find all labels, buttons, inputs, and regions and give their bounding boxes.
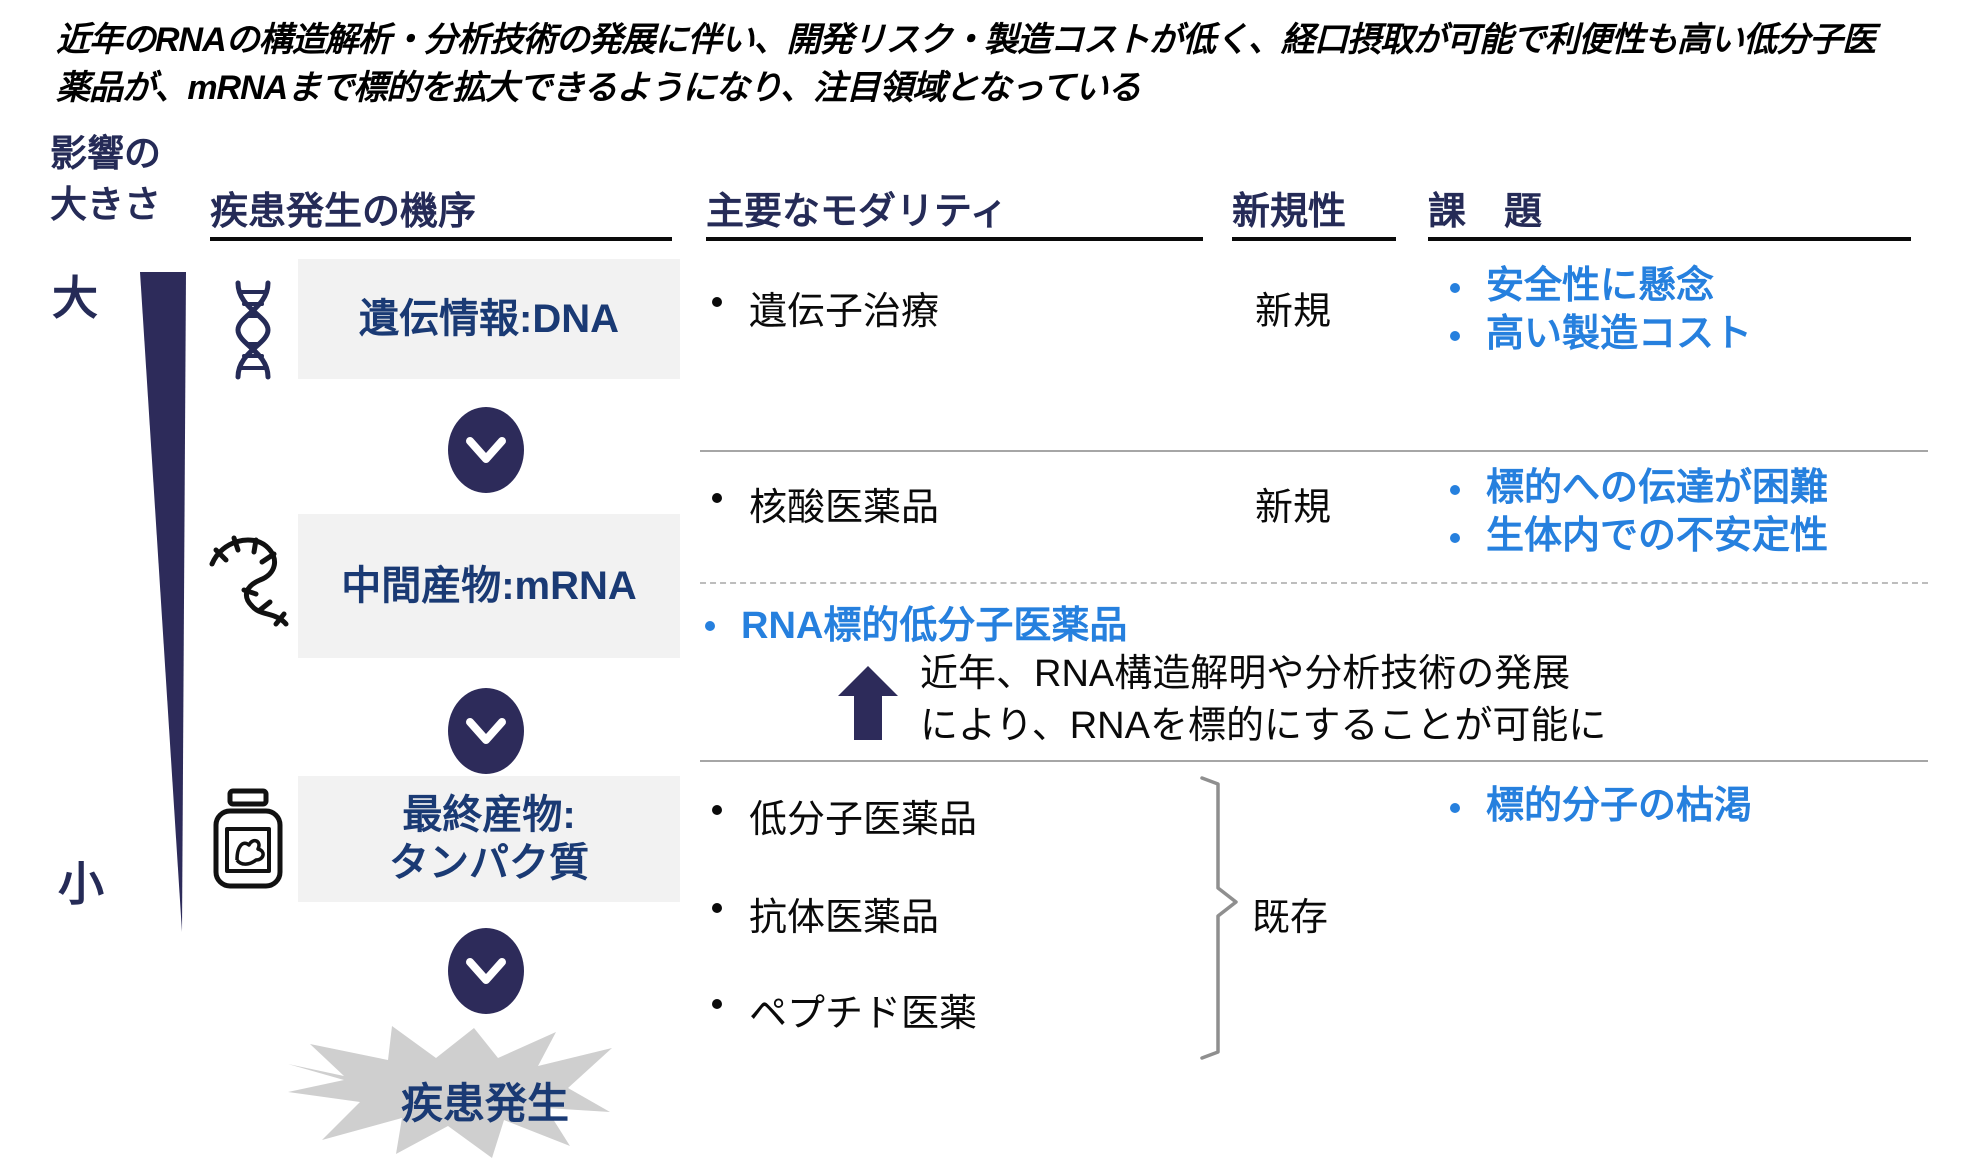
bullet-dot: [1450, 283, 1460, 293]
existing-group-bracket: [1200, 776, 1238, 1060]
disease-starburst-shape: [288, 1026, 612, 1158]
impact-large-label: 大: [52, 272, 98, 324]
column-header-novelty: 新規性: [1232, 180, 1396, 241]
modality-item-nucleic-acid-label: 核酸医薬品: [749, 487, 940, 529]
rna-annotation: 近年、RNA構造解明や分析技術の発展 により、RNAを標的にすることが可能に: [920, 648, 1606, 752]
impact-small-label: 小: [58, 858, 104, 910]
page-title-line-2: 薬品が、mRNAまで標的を拡大できるようになり、注目領域となっている: [56, 69, 1141, 107]
bullet-dot: [1450, 533, 1460, 543]
stage-box-protein-label-line-1: 最終産物:: [402, 793, 576, 837]
modality-item-rna-target: RNA標的低分子医薬品: [705, 602, 1127, 650]
stage-box-protein: 最終産物: タンパク質: [298, 776, 680, 902]
row-separator-dashed: [700, 582, 1928, 584]
row-separator: [700, 760, 1928, 762]
bullet-dot: [705, 621, 715, 631]
chevron-down-icon: [448, 407, 524, 493]
issue-item-high-cost: 高い製造コスト: [1450, 310, 1752, 358]
impact-axis-label-line-1: 影響の: [50, 133, 161, 174]
page-title-line-1: 近年のRNAの構造解析・分析技術の発展に伴い、開発リスク・製造コストが低く、経口…: [56, 21, 1876, 59]
impact-wedge-shape: [140, 272, 186, 932]
modality-item-peptide: ペプチド医薬: [712, 982, 977, 1037]
bullet-dot: [1450, 331, 1460, 341]
modality-item-antibody: 抗体医薬品: [712, 886, 939, 941]
modality-item-small-molecule: 低分子医薬品: [712, 788, 977, 843]
column-header-modality: 主要なモダリティ: [706, 180, 1203, 241]
rna-annotation-line-1: 近年、RNA構造解明や分析技術の発展: [920, 653, 1571, 695]
issue-item-target-depletion: 標的分子の枯渇: [1450, 782, 1752, 830]
issue-item-delivery-difficulty-label: 標的への伝達が困難: [1486, 467, 1829, 509]
protein-bottle-icon: [213, 788, 283, 889]
issue-item-high-cost-label: 高い製造コスト: [1486, 313, 1753, 355]
arrow-up-icon: [838, 666, 898, 740]
modality-item-rna-target-label: RNA標的低分子医薬品: [741, 605, 1128, 647]
stage-box-protein-label-line-2: タンパク質: [389, 841, 589, 885]
dna-icon: [235, 280, 271, 380]
stage-box-dna-label: 遺伝情報:DNA: [359, 297, 619, 341]
novelty-value-nucleic-acid: 新規: [1255, 487, 1332, 529]
chevron-down-icon: [448, 688, 524, 774]
modality-item-gene-therapy: 遺伝子治療: [712, 280, 939, 335]
issue-item-delivery-difficulty: 標的への伝達が困難: [1450, 464, 1828, 512]
row-separator: [700, 450, 1928, 452]
stage-box-mrna: 中間産物:mRNA: [298, 514, 680, 658]
chevron-down-icon: [448, 928, 524, 1014]
modality-item-antibody-label: 抗体医薬品: [749, 897, 940, 939]
bullet-dot: [1450, 803, 1460, 813]
bullet-dot: [712, 999, 722, 1009]
modality-item-peptide-label: ペプチド医薬: [749, 993, 978, 1035]
modality-item-small-molecule-label: 低分子医薬品: [749, 799, 978, 841]
modality-item-gene-therapy-label: 遺伝子治療: [749, 291, 940, 333]
bullet-dot: [712, 493, 722, 503]
novelty-value-gene-therapy: 新規: [1255, 291, 1332, 333]
rna-annotation-line-2: により、RNAを標的にすることが可能に: [920, 705, 1607, 747]
bullet-dot: [712, 903, 722, 913]
issue-item-safety-concern-label: 安全性に懸念: [1486, 265, 1715, 307]
bullet-dot: [1450, 485, 1460, 495]
existing-group-label: 既存: [1252, 897, 1329, 939]
disease-outcome-label: 疾患発生: [400, 1080, 569, 1127]
column-header-mechanism: 疾患発生の機序: [210, 180, 672, 241]
issue-item-target-depletion-label: 標的分子の枯渇: [1486, 785, 1753, 827]
issue-item-instability-label: 生体内での不安定性: [1486, 515, 1829, 557]
issue-item-instability: 生体内での不安定性: [1450, 512, 1828, 560]
bullet-dot: [712, 805, 722, 815]
modality-item-nucleic-acid: 核酸医薬品: [712, 476, 939, 531]
stage-box-mrna-label: 中間産物:mRNA: [341, 564, 637, 608]
rna-icon: [209, 535, 289, 627]
bullet-dot: [712, 297, 722, 307]
issue-item-safety-concern: 安全性に懸念: [1450, 262, 1714, 310]
impact-axis-label-line-2: 大きさ: [50, 184, 161, 225]
impact-axis-label: 影響の 大きさ: [50, 128, 161, 230]
column-header-issues: 課 題: [1428, 180, 1911, 241]
stage-box-dna: 遺伝情報:DNA: [298, 259, 680, 379]
